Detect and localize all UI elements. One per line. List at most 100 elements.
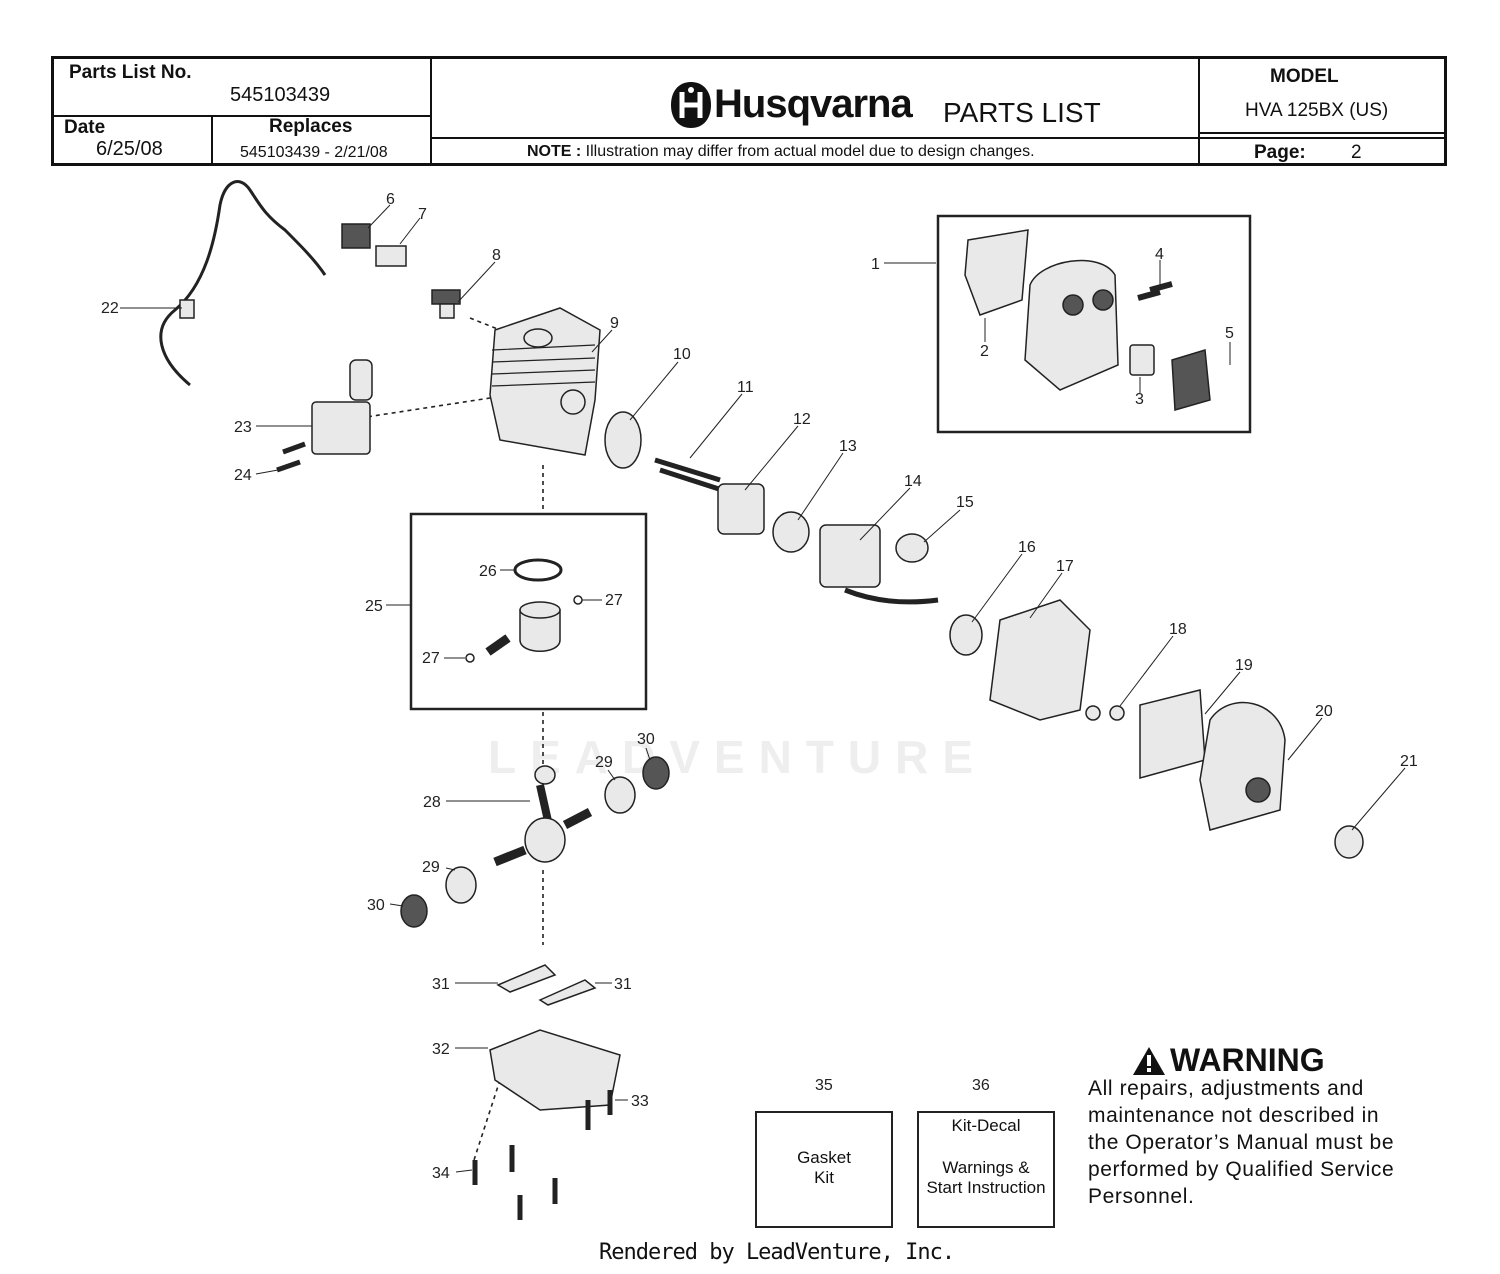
divider: [211, 116, 213, 166]
callout-29a: 29: [595, 754, 613, 771]
callout-32: 32: [432, 1041, 450, 1058]
warning-text: All repairs, adjustments and maintenance…: [1088, 1075, 1394, 1210]
date-value: 6/25/08: [96, 138, 163, 160]
divider: [430, 137, 1446, 139]
footer-credit: Rendered by LeadVenture, Inc.: [599, 1240, 955, 1265]
seal-part: [400, 894, 428, 928]
piston-part: [519, 609, 561, 652]
ignition-wire-part: [159, 180, 327, 387]
warning-title: WARNING: [1170, 1042, 1325, 1078]
callout-18: 18: [1169, 621, 1187, 638]
callout-13: 13: [839, 438, 857, 455]
callout-9: 9: [610, 315, 619, 332]
circlip-part: [573, 595, 583, 605]
callout-16: 16: [1018, 539, 1036, 556]
callout-4: 4: [1155, 246, 1164, 263]
nut-part: [1109, 705, 1125, 721]
bearing-part: [604, 776, 636, 814]
spark-arrestor-part: [1171, 349, 1211, 411]
callout-31a: 31: [432, 976, 450, 993]
note-line: NOTE : Illustration may differ from actu…: [527, 143, 1035, 161]
air-filter-gasket-part: [949, 614, 983, 656]
note-text: Illustration may differ from actual mode…: [585, 143, 1035, 160]
callout-30a: 30: [637, 731, 655, 748]
callout-1: 1: [871, 256, 880, 273]
nut-part: [1085, 705, 1101, 721]
crankcase-bolts-part: [472, 1145, 558, 1220]
muffler-gasket-part: [1129, 344, 1155, 376]
parts-list-number: 545103439: [230, 84, 331, 106]
callout-22: 22: [101, 300, 119, 317]
air-filter-base-part: [989, 599, 1091, 721]
seal-part: [642, 756, 670, 790]
callout-6: 6: [386, 191, 395, 208]
brand-name: Husqvarna: [714, 82, 913, 126]
callout-12: 12: [793, 411, 811, 428]
warning-triangle-icon: [1133, 1046, 1165, 1075]
title-block: [51, 56, 1447, 166]
crankcase-part: [489, 1029, 621, 1111]
callout-27b: 27: [422, 650, 440, 667]
callout-29b: 29: [422, 859, 440, 876]
callout-11: 11: [737, 379, 754, 396]
crankcase-gasket-part: [496, 964, 557, 993]
callout-8: 8: [492, 247, 501, 264]
divider: [1198, 132, 1446, 134]
kit-35-line1: Gasket: [797, 1148, 851, 1167]
callout-10: 10: [673, 346, 691, 363]
date-label: Date: [64, 117, 106, 138]
page-label: Page:: [1254, 142, 1306, 163]
divider: [430, 59, 432, 166]
grommet-part: [375, 245, 407, 267]
callout-17: 17: [1056, 558, 1074, 575]
bolts-part: [654, 457, 723, 493]
parts-list-label: Parts List No.: [69, 62, 192, 83]
decal-kit-box: Kit-Decal Warnings & Start Instruction: [917, 1111, 1055, 1228]
piston-ring-part: [513, 558, 563, 582]
callout-19: 19: [1235, 657, 1253, 674]
piston-group-box: [409, 512, 648, 711]
callout-30b: 30: [367, 897, 385, 914]
intake-boot-part: [604, 411, 642, 469]
callout-15: 15: [956, 494, 974, 511]
doc-title: PARTS LIST: [943, 97, 1101, 128]
divider: [54, 115, 431, 117]
module-screws-part: [276, 441, 306, 473]
muffler-part: [1024, 259, 1119, 391]
warning-line: the Operator’s Manual must be: [1088, 1131, 1395, 1154]
circlip-part: [465, 653, 475, 663]
replaces-value: 545103439 - 2/21/08: [240, 144, 388, 161]
spark-plug-part: [431, 289, 461, 319]
muffler-group-box: [936, 214, 1252, 434]
warning-line: maintenance not described in: [1088, 1104, 1380, 1127]
callout-27a: 27: [605, 592, 623, 609]
carburetor-part: [819, 524, 939, 605]
muffler-plate-part: [964, 229, 1029, 316]
gasket-part: [772, 511, 810, 553]
callout-21: 21: [1400, 753, 1418, 770]
callout-26: 26: [479, 563, 497, 580]
callout-25: 25: [365, 598, 383, 615]
kit-36-line1: Warnings &: [942, 1158, 1030, 1177]
callout-33: 33: [631, 1093, 649, 1110]
cover-knob-part: [1334, 825, 1364, 859]
model-label: MODEL: [1270, 66, 1339, 87]
callout-14: 14: [904, 473, 922, 490]
kit-36-line2: Start Instruction: [926, 1178, 1046, 1197]
crankshaft-part: [493, 765, 593, 867]
callout-24: 24: [234, 467, 252, 484]
cylinder-part: [489, 307, 601, 456]
muffler-bolts-part: [1137, 281, 1173, 301]
model-value: HVA 125BX (US): [1245, 100, 1389, 121]
crankcase-screws-part: [585, 1090, 613, 1130]
callout-2: 2: [980, 343, 989, 360]
callout-7: 7: [418, 206, 427, 223]
callout-35: 35: [815, 1077, 833, 1094]
primer-bulb-part: [895, 533, 929, 563]
watermark: LEADVENTURE: [488, 731, 988, 783]
piston-pin-part: [485, 634, 511, 656]
warning-line: performed by Qualified Service: [1088, 1158, 1395, 1181]
switch-part: [341, 223, 371, 249]
callout-3: 3: [1135, 391, 1144, 408]
